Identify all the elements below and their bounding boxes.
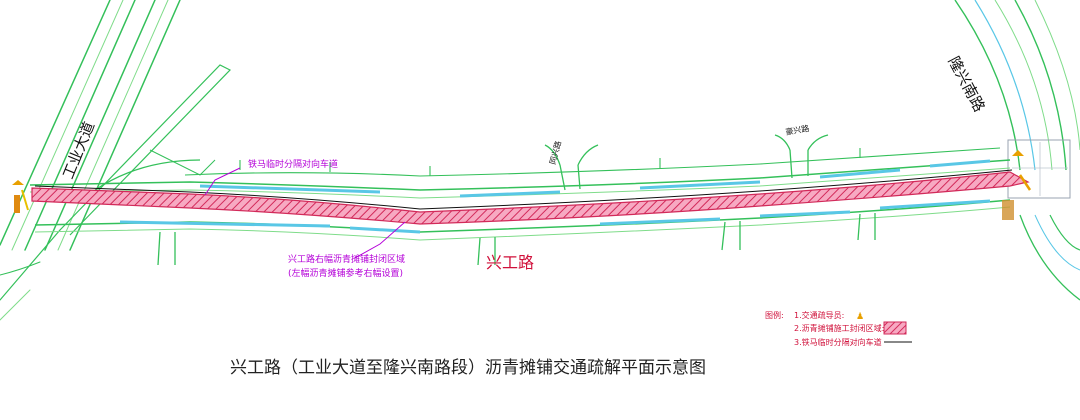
temp-divider-line — [34, 169, 1013, 210]
legend: 图例: 1.交通疏导员: ♟ 2.沥青摊铺施工封闭区域: 3.铁马临时分隔对向车… — [765, 310, 912, 347]
right-intersection — [1007, 139, 1071, 199]
left-end-markers — [12, 180, 29, 213]
legend-item-1: 1.交通疏导员: — [794, 310, 844, 320]
legend-item-2: 2.沥青摊铺施工封闭区域: — [794, 323, 884, 333]
closure-annotation-line1: 兴工路右幅沥青摊铺封闭区域 — [288, 253, 405, 265]
closure-area — [31, 171, 1030, 225]
left-cross-road — [0, 0, 181, 321]
right-end-markers — [1002, 150, 1032, 220]
main-road-label: 兴工路 — [486, 253, 534, 272]
legend-item-3: 3.铁马临时分隔对向车道 — [794, 337, 882, 347]
annotation-leaders — [204, 167, 406, 259]
main-road-edges — [29, 159, 1011, 241]
closure-swatch — [883, 321, 907, 335]
guide-person-icon: ♟ — [856, 312, 864, 322]
legend-title: 图例: — [765, 310, 784, 320]
side-road-1-label: 同兴路 — [547, 140, 563, 166]
side-road-2-label: 豪兴路 — [785, 123, 810, 137]
temp-lane-annotation: 铁马临时分隔对向车道 — [248, 158, 338, 170]
upper-frontage — [184, 147, 1001, 177]
side-roads — [157, 134, 876, 266]
diagram-caption: 兴工路（工业大道至隆兴南路段）沥青摊铺交通疏解平面示意图 — [230, 358, 706, 378]
right-cross-road — [954, 0, 1080, 301]
right-cross-road-label: 隆兴南路 — [944, 53, 988, 114]
closure-annotation-line2: (左幅沥青摊铺参考右幅设置) — [288, 267, 403, 279]
